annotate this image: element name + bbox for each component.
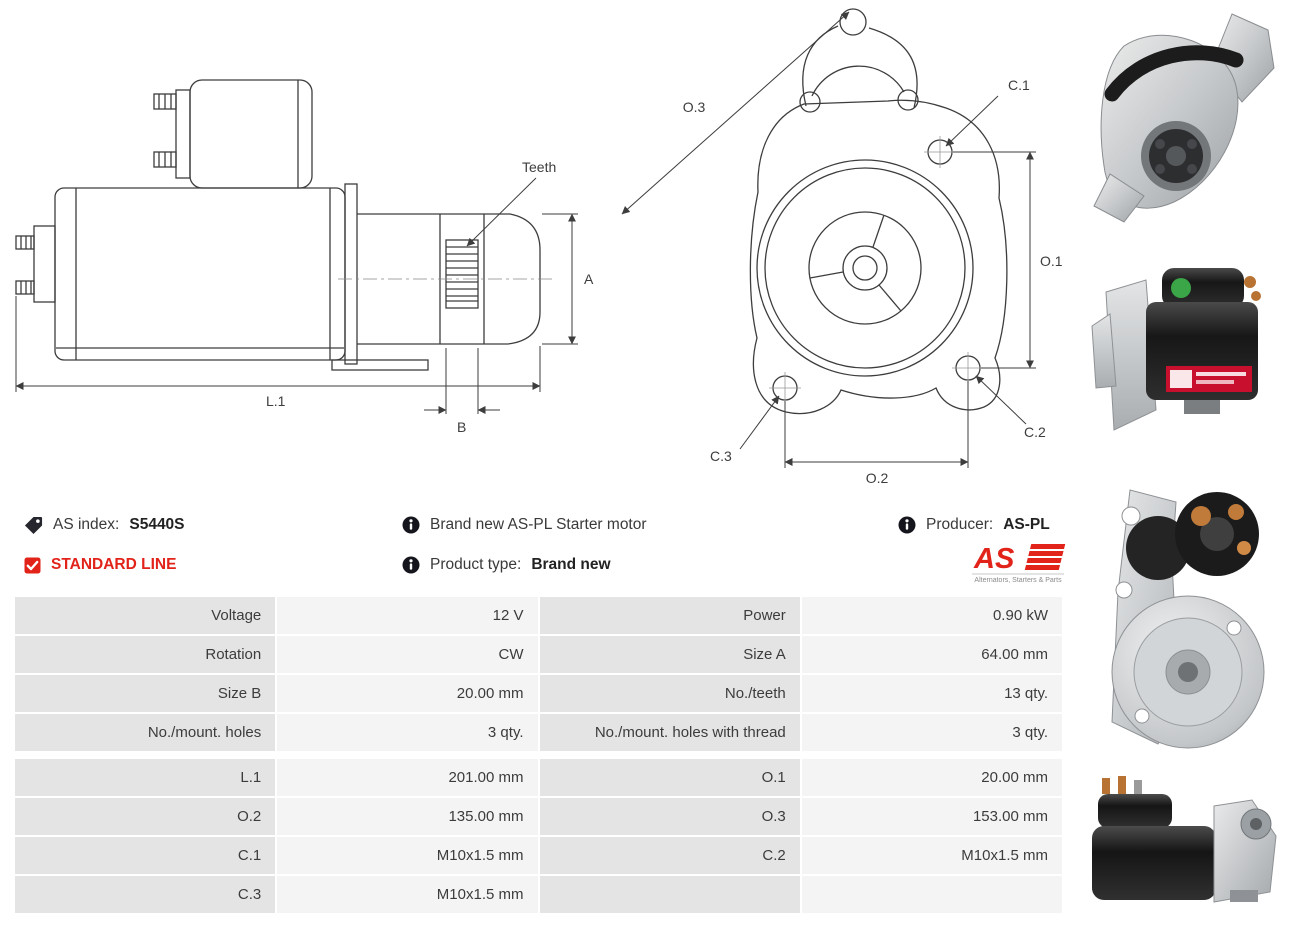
producer-item: Producer: AS-PL <box>898 516 1072 534</box>
spec-value: CW <box>277 636 538 673</box>
spec-value: 12 V <box>277 597 538 634</box>
technical-drawings: Teeth A L.1 B <box>15 8 1063 486</box>
product-type-item: Product type: Brand new <box>402 556 898 574</box>
spec-label: Size A <box>539 636 800 673</box>
standard-line-label: STANDARD LINE <box>51 556 177 573</box>
spec-label <box>539 876 800 913</box>
spec-label: O.1 <box>539 759 800 796</box>
spec-label: C.2 <box>539 837 800 874</box>
dim-label-l1: L.1 <box>266 393 286 409</box>
product-photo-1[interactable] <box>1084 6 1284 228</box>
as-index-value: S5440S <box>129 516 185 533</box>
spec-label: O.3 <box>539 798 800 835</box>
spec-label: Rotation <box>15 636 276 673</box>
spec-label: No./mount. holes <box>15 714 276 751</box>
spec-label: O.2 <box>15 798 276 835</box>
logo-text: AS <box>973 543 1015 575</box>
spec-value: 3 qty. <box>801 714 1062 751</box>
spec-value: 3 qty. <box>277 714 538 751</box>
dim-label-c1: C.1 <box>1008 77 1030 93</box>
spec-value: 201.00 mm <box>277 759 538 796</box>
product-photo-4[interactable] <box>1084 770 1284 932</box>
spec-value: 0.90 kW <box>801 597 1062 634</box>
spec-label: L.1 <box>15 759 276 796</box>
as-index-label: AS index: <box>53 516 120 533</box>
as-pl-logo: AS Alternators, Starters & Parts <box>970 541 1072 590</box>
side-view-drawing: Teeth A L.1 B <box>15 79 594 435</box>
dim-label-c3: C.3 <box>710 448 732 464</box>
spec-value: 153.00 mm <box>801 798 1062 835</box>
spec-value: 64.00 mm <box>801 636 1062 673</box>
spec-value: 20.00 mm <box>801 759 1062 796</box>
info-bar: AS index: S5440S Brand new AS-PL Starter… <box>0 497 1082 587</box>
logo-tagline: Alternators, Starters & Parts <box>974 577 1062 584</box>
main-column: Teeth A L.1 B <box>0 8 1082 913</box>
spec-value: M10x1.5 mm <box>801 837 1062 874</box>
dim-label-a: A <box>584 271 594 287</box>
spec-value: 135.00 mm <box>277 798 538 835</box>
brand-new-item: Brand new AS-PL Starter motor <box>402 516 898 534</box>
spec-label: Size B <box>15 675 276 712</box>
dim-label-o2: O.2 <box>866 470 889 486</box>
product-photo-2[interactable] <box>1084 234 1284 466</box>
dim-label-b: B <box>457 419 466 435</box>
dim-label-o3: O.3 <box>683 99 706 115</box>
spec-label: No./mount. holes with thread <box>539 714 800 751</box>
as-index-item: AS index: S5440S <box>24 516 402 535</box>
spec-label: Voltage <box>15 597 276 634</box>
dim-label-c2: C.2 <box>1024 424 1046 440</box>
tag-icon <box>24 516 43 535</box>
producer-value: AS-PL <box>1003 516 1050 533</box>
product-type-value: Brand new <box>531 556 611 573</box>
info-icon <box>402 556 420 574</box>
dim-label-o1: O.1 <box>1040 253 1063 269</box>
spec-label: C.1 <box>15 837 276 874</box>
front-view-drawing: O.3 O.1 O.2 C.1 C.2 C.3 <box>621 8 1063 486</box>
spec-value: M10x1.5 mm <box>277 837 538 874</box>
spec-value: M10x1.5 mm <box>277 876 538 913</box>
standard-line-item: STANDARD LINE <box>24 556 402 574</box>
info-icon <box>402 516 420 534</box>
producer-label: Producer: <box>926 516 994 533</box>
spec-label: C.3 <box>15 876 276 913</box>
spec-label: No./teeth <box>539 675 800 712</box>
info-icon <box>898 516 916 534</box>
brand-new-text: Brand new AS-PL Starter motor <box>430 516 647 533</box>
product-type-label: Product type: <box>430 556 522 573</box>
checkbox-icon <box>24 557 41 574</box>
product-photo-3[interactable] <box>1084 472 1284 764</box>
photo-column <box>1082 0 1292 936</box>
spec-value: 13 qty. <box>801 675 1062 712</box>
spec-label: Power <box>539 597 800 634</box>
dim-label-teeth: Teeth <box>522 159 556 175</box>
spec-value: 20.00 mm <box>277 675 538 712</box>
spec-value <box>801 876 1062 913</box>
